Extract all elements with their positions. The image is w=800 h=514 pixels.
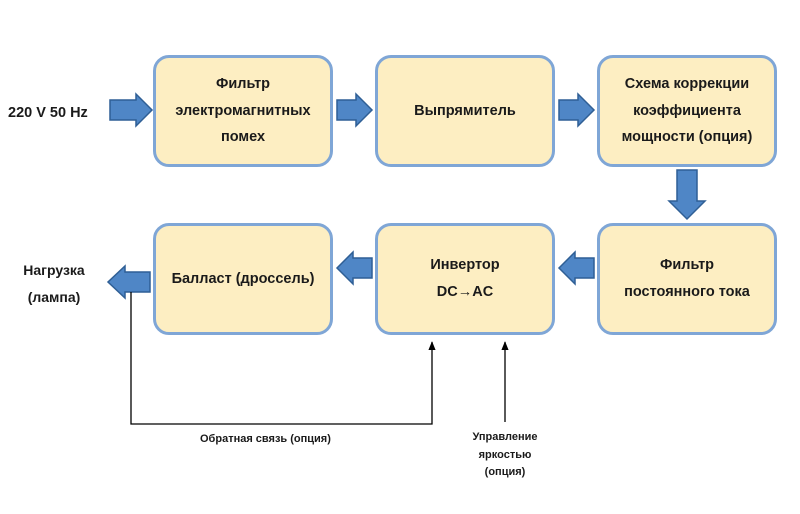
arrow-emi-to-rectifier [336,92,374,128]
rectifier-block: Выпрямитель [375,55,555,167]
load-label: Нагрузка (лампа) [23,262,85,305]
dimming-label: Управление яркостью (опция) [472,431,538,479]
arrow-inverter-to-ballast [335,250,373,286]
ballast-block: Балласт (дроссель) [153,223,333,335]
arrow-ballast-to-load [106,264,151,300]
dc-filter-block: Фильтр постоянного тока [597,223,777,335]
arrow-rectifier-to-pfc [558,92,596,128]
emi-filter-block: Фильтр электромагнитных помех [153,55,333,167]
arrow-dc-filter-to-inverter [557,250,595,286]
arrow-input-to-emi [109,92,154,128]
inverter-block: Инвертор DC→AC [375,223,555,335]
feedback-label: Обратная связь (опция) [200,433,331,445]
arrow-pfc-to-dc-filter [667,169,707,221]
input-label: 220 V 50 Hz [8,105,88,121]
feedback-line [130,292,436,425]
pfc-block: Схема коррекции коэффициента мощности (о… [597,55,777,167]
